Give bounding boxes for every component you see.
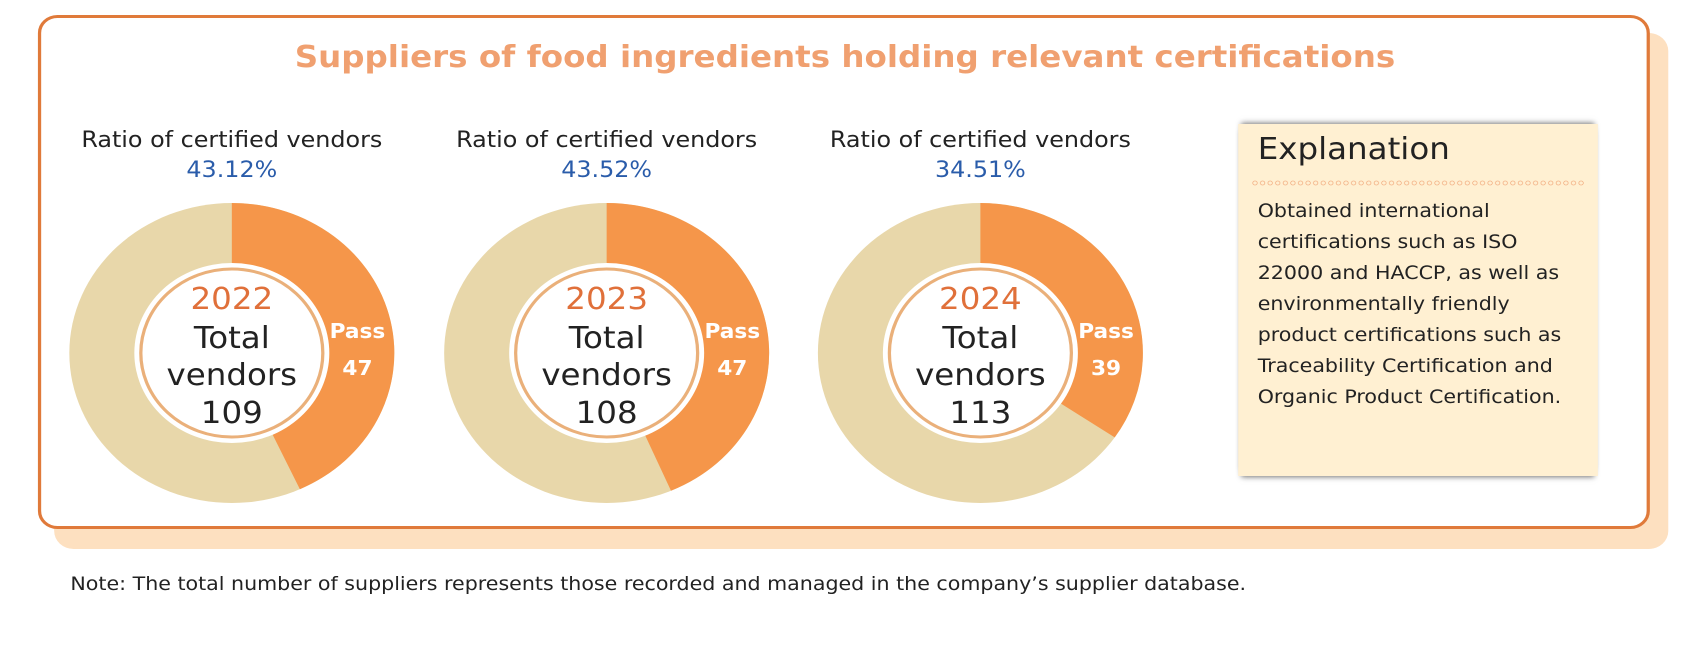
year-label-2024: 2024 xyxy=(939,282,1022,317)
explanation-heading: Explanation xyxy=(1257,132,1450,167)
pass-label-2022: Pass xyxy=(330,320,386,343)
ratio-value-2022: 43.12% xyxy=(186,158,278,183)
total-label: Total xyxy=(941,321,1018,356)
donut-hole-2024 xyxy=(882,263,1078,443)
total-value-2023: 108 xyxy=(576,396,638,431)
pass-label-2024: Pass xyxy=(1078,320,1134,343)
chart-title: Suppliers of food ingredients holding re… xyxy=(294,40,1396,75)
ratio-value-2023: 43.52% xyxy=(561,158,653,183)
total-label: vendors xyxy=(541,358,672,393)
total-label: Total xyxy=(193,321,270,356)
total-label: vendors xyxy=(167,358,298,393)
decorative-divider xyxy=(1251,179,1585,187)
ratio-label-2022: Ratio of certified vendors xyxy=(81,128,383,153)
ratio-label-2023: Ratio of certified vendors xyxy=(456,128,758,153)
footnote: Note: The total number of suppliers repr… xyxy=(70,573,1247,595)
donut-hole-2023 xyxy=(509,263,705,443)
year-label-2023: 2023 xyxy=(565,282,648,317)
total-label: vendors xyxy=(915,358,1046,393)
explanation-box: Explanation Obtained international certi… xyxy=(1238,124,1598,476)
donut-hole-2022 xyxy=(134,263,330,443)
total-label: Total xyxy=(568,321,645,356)
pass-value-2022: 47 xyxy=(342,357,372,380)
explanation-text: Obtained international certifications su… xyxy=(1257,200,1562,408)
pass-value-2023: 47 xyxy=(717,357,747,380)
ratio-value-2024: 34.51% xyxy=(934,158,1026,183)
total-value-2022: 109 xyxy=(201,396,263,431)
donut-inner-ring-2024 xyxy=(887,267,1074,439)
donut-inner-ring-2023 xyxy=(514,267,700,439)
pass-value-2024: 39 xyxy=(1091,357,1121,380)
pass-label-2023: Pass xyxy=(704,320,760,343)
year-label-2022: 2022 xyxy=(190,282,273,317)
donut-inner-ring-2022 xyxy=(139,267,325,439)
ratio-label-2024: Ratio of certified vendors xyxy=(829,128,1131,153)
total-value-2024: 113 xyxy=(949,396,1011,431)
